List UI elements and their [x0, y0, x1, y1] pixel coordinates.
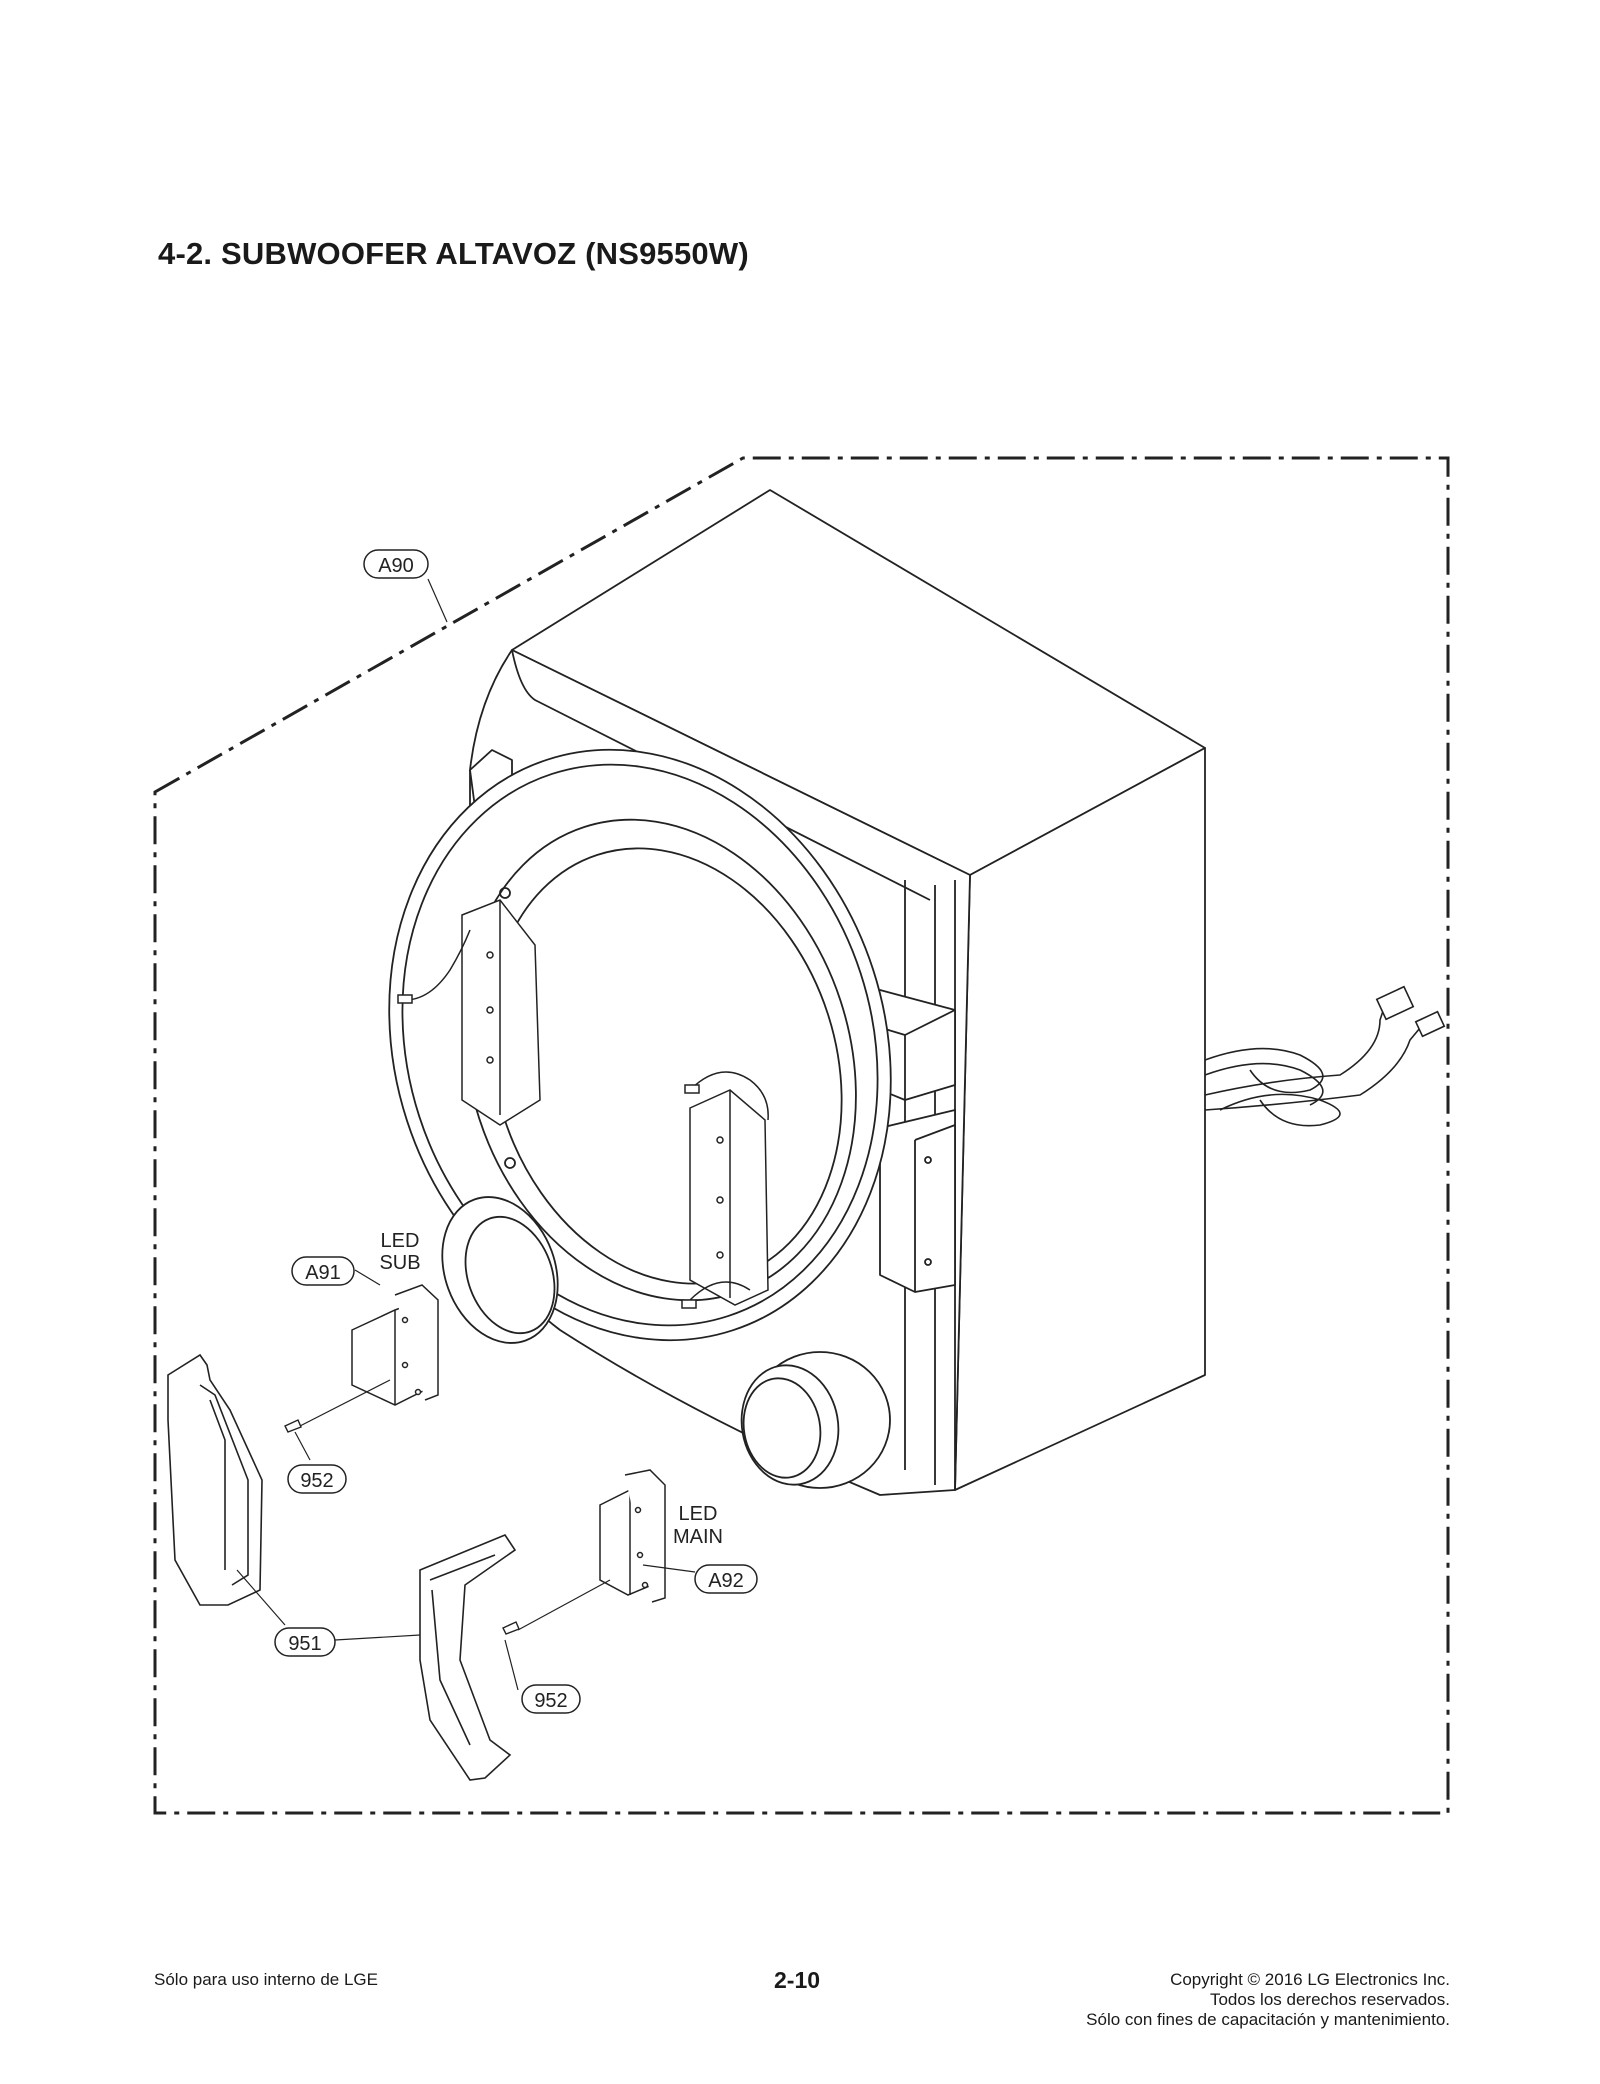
svg-text:952: 952 [300, 1470, 333, 1492]
svg-text:952: 952 [534, 1690, 567, 1712]
trim-piece-left [167, 1353, 263, 1606]
label-led-main-line2: MAIN [673, 1526, 723, 1548]
callout-952-top: 952 [287, 1464, 347, 1494]
screw-top [284, 1419, 302, 1433]
led-bracket-left [397, 899, 541, 1126]
copyright-line-1: Copyright © 2016 LG Electronics Inc. [1170, 1970, 1450, 1989]
trim-piece-right [419, 1534, 517, 1781]
copyright-line-3: Sólo con fines de capacitación y manteni… [1086, 2010, 1450, 2029]
copyright-line-2: Todos los derechos reservados. [1209, 1990, 1450, 2009]
cable-bundle [1204, 985, 1446, 1127]
led-main-board [599, 1469, 666, 1603]
assembly-boundary [153, 456, 1450, 1815]
svg-text:A91: A91 [305, 1262, 341, 1284]
callout-a92: A92 [694, 1564, 758, 1594]
svg-text:A90: A90 [378, 555, 414, 577]
callout-951: 951 [274, 1627, 336, 1657]
bass-port-left [441, 1196, 559, 1344]
led-bracket-right [681, 1071, 769, 1309]
label-led-sub-line2: SUB [379, 1252, 420, 1274]
screw-bottom [502, 1621, 520, 1635]
callout-a90: A90 [363, 549, 429, 579]
label-led-sub-line1: LED [381, 1230, 420, 1252]
internal-use-note: Sólo para uso interno de LGE [154, 1970, 378, 1989]
callout-952-bottom: 952 [521, 1684, 581, 1714]
svg-text:951: 951 [288, 1633, 321, 1655]
copyright-block: Copyright © 2016 LG Electronics Inc. Tod… [1086, 1970, 1450, 2030]
section-title: 4-2. SUBWOOFER ALTAVOZ (NS9550W) [158, 236, 749, 271]
bass-port-right [740, 1351, 891, 1489]
callout-a91: A91 [291, 1256, 355, 1286]
label-led-main-line1: LED [679, 1503, 718, 1525]
leader-lines [236, 578, 696, 1691]
svg-text:A92: A92 [708, 1570, 744, 1592]
led-sub-board [351, 1284, 439, 1406]
page-number: 2-10 [774, 1967, 821, 1993]
